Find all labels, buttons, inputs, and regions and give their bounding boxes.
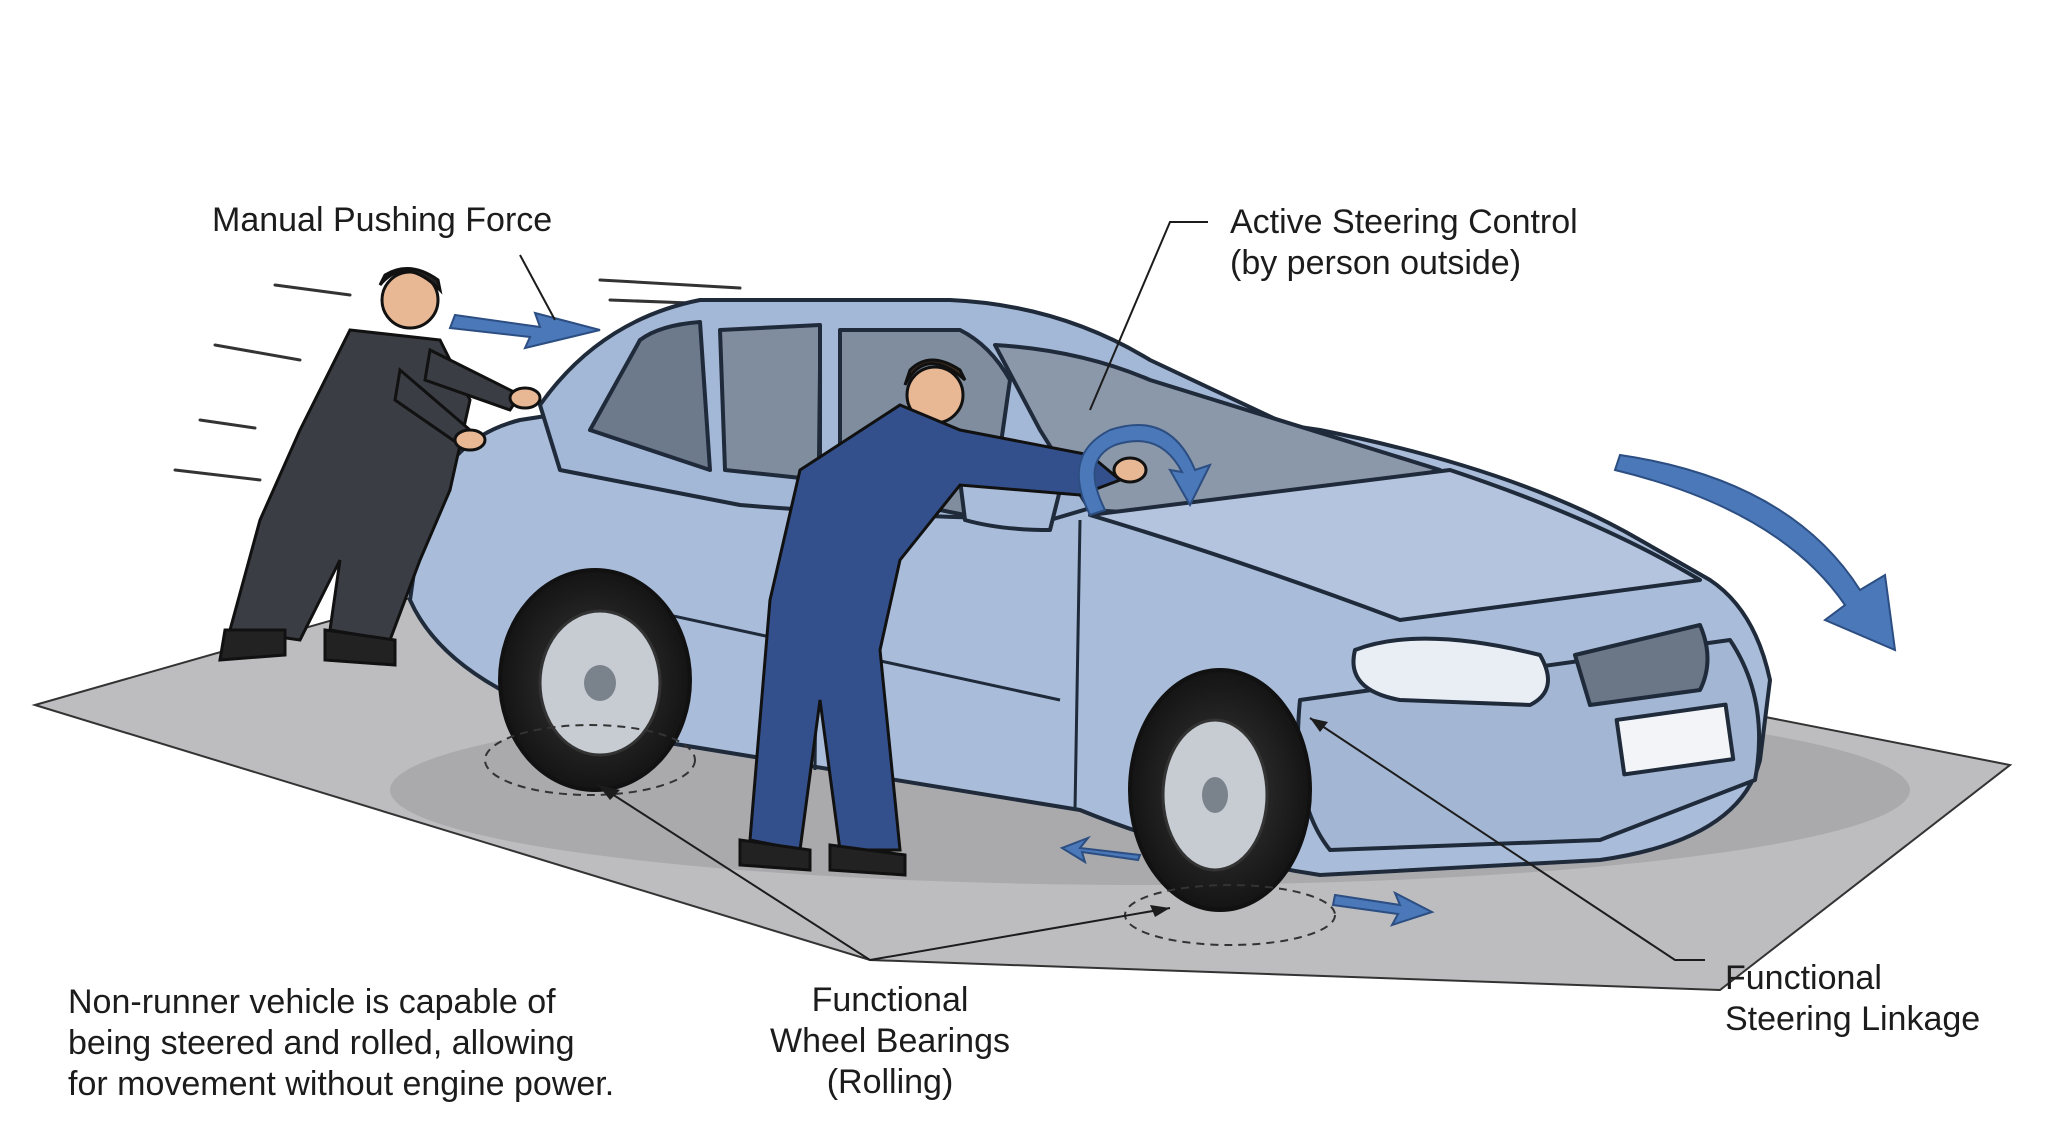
caption: Non-runner vehicle is capable of being s… bbox=[68, 982, 614, 1105]
wheel-bearings-label: Functional Wheel Bearings (Rolling) bbox=[760, 980, 1020, 1103]
arrowhead bbox=[598, 785, 620, 800]
side-window-rear bbox=[718, 323, 822, 482]
steering-control-line1: Active Steering Control bbox=[1230, 203, 1578, 241]
rotate-arrow-icon bbox=[1077, 424, 1212, 517]
steering-linkage-label: Functional Steering Linkage bbox=[1725, 958, 1980, 1040]
bearings-line3: (Rolling) bbox=[826, 1063, 954, 1101]
linkage-line1: Functional bbox=[1725, 959, 1882, 997]
license-plate bbox=[1614, 702, 1736, 777]
pusher-person bbox=[218, 267, 542, 667]
arrow-left-right-icon bbox=[1059, 835, 1142, 865]
callout-lines bbox=[519, 221, 1705, 962]
linkage-line2: Steering Linkage bbox=[1725, 1000, 1981, 1038]
headlight bbox=[1351, 636, 1550, 707]
caption-line3: for movement without engine power. bbox=[68, 1065, 615, 1103]
bearings-line2: Wheel Bearings bbox=[769, 1022, 1010, 1060]
arrow-left-right-icon bbox=[1331, 890, 1435, 927]
rear-window bbox=[588, 320, 712, 472]
linkage-callout-line bbox=[1309, 717, 1705, 961]
caption-line2: being steered and rolled, allowing bbox=[68, 1024, 575, 1062]
hood bbox=[1088, 468, 1702, 622]
arrowhead bbox=[1150, 905, 1170, 917]
rear-wheel bbox=[498, 568, 692, 792]
front-wheel bbox=[1128, 668, 1312, 912]
steering-control-line2: (by person outside) bbox=[1230, 244, 1522, 282]
steering-control-callout-line bbox=[1089, 221, 1208, 411]
bearings-line1: Functional bbox=[811, 981, 969, 1019]
curved-arrow-icon bbox=[1613, 453, 1897, 652]
grille bbox=[1573, 623, 1710, 707]
steering-control-label: Active Steering Control (by person outsi… bbox=[1230, 202, 1578, 284]
rear-wheel-rolling-indicator bbox=[484, 724, 696, 796]
arrow-right-icon bbox=[448, 311, 601, 350]
steerer-person bbox=[738, 358, 1148, 877]
caption-line1: Non-runner vehicle is capable of bbox=[68, 983, 556, 1021]
pushing-callout-line bbox=[519, 254, 556, 321]
pushing-force-label: Manual Pushing Force bbox=[212, 201, 553, 239]
bearings-callout-line bbox=[597, 784, 1171, 962]
arrowhead bbox=[1310, 718, 1328, 732]
